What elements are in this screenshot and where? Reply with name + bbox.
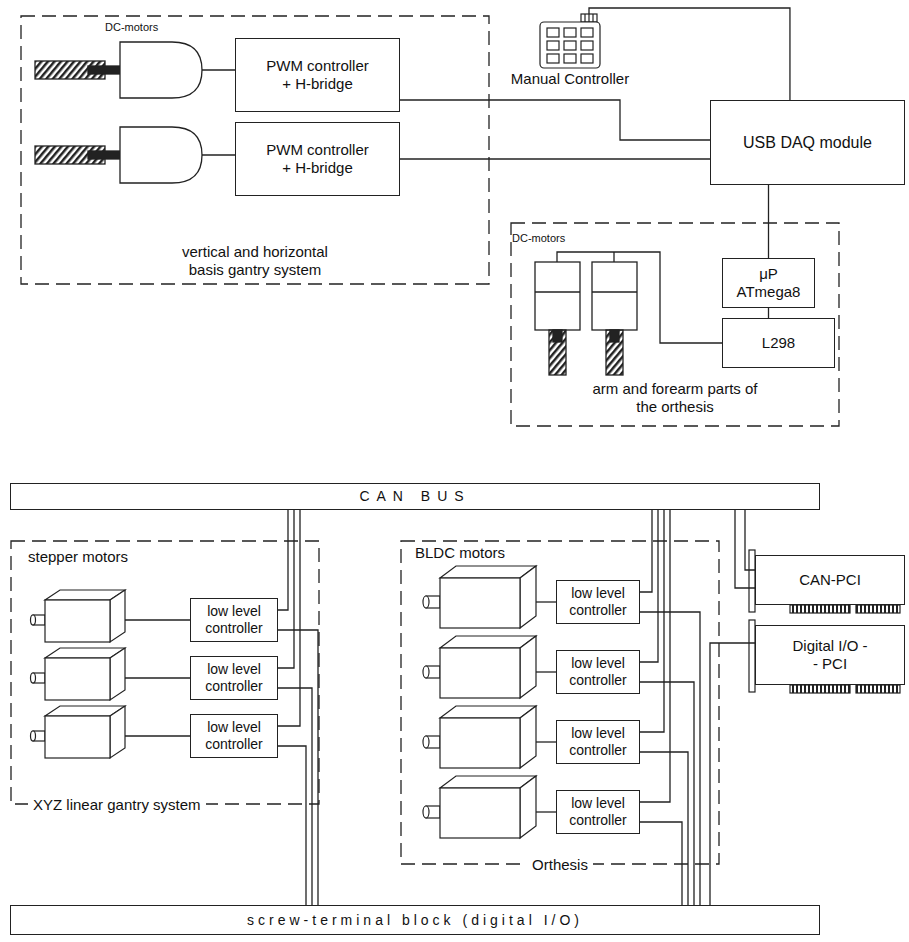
text-slot: BLDC motors (415, 544, 505, 562)
dashed-border (511, 223, 839, 426)
dashed-border (401, 541, 719, 864)
system-group: low level controller low level controller… (10, 540, 320, 805)
driver-box: L298 (722, 318, 835, 368)
connector (278, 510, 294, 668)
connector (640, 682, 694, 905)
connector (768, 308, 769, 318)
dashed-border (11, 541, 319, 804)
stepper-motor (31, 590, 191, 758)
box-label: L298 (762, 334, 795, 352)
controller-box: low level controller (556, 720, 640, 764)
box-label: low level controller (191, 603, 277, 637)
connector (640, 510, 664, 732)
group-caption: XYZ linear gantry system (28, 796, 206, 814)
text-slot: DC-motors (512, 232, 565, 245)
controller-box: low level controller (556, 580, 640, 624)
text-slot: DC-motors (105, 21, 158, 34)
connector (640, 510, 652, 592)
box-label: low level controller (557, 725, 639, 759)
connector (710, 643, 755, 905)
controller-box: low level controller (190, 656, 278, 700)
bldc-motor (423, 566, 556, 838)
bus-band: CAN BUS (10, 483, 820, 510)
microcontroller-box: μP ATmega8 (722, 258, 815, 308)
group-caption: Orthesis (527, 856, 593, 874)
connector (745, 510, 755, 570)
controller-box: low level controller (190, 598, 278, 642)
dc-motor (35, 42, 235, 183)
connector (640, 510, 670, 802)
terminal-band: screw-terminal block (digital I/O) (10, 905, 820, 935)
controller-box: low level controller (190, 714, 278, 758)
text-slot: stepper motors (28, 548, 128, 566)
group-title: vertical and horizontal basis gantry sys… (170, 243, 340, 279)
connector (278, 688, 312, 905)
box-label: CAN-PCI (799, 571, 861, 589)
group-title: BLDC motors (415, 544, 505, 562)
orthesis-motor (535, 252, 722, 375)
box-label: screw-terminal block (digital I/O) (247, 912, 583, 929)
connector (768, 185, 769, 258)
system-group: low level controller low level controller… (400, 540, 720, 865)
box-label: μP ATmega8 (734, 265, 804, 301)
box-label: low level controller (557, 585, 639, 619)
box-label: PWM controller + H-bridge (262, 141, 374, 177)
dashed-border (21, 16, 489, 284)
box-label: USB DAQ module (743, 133, 872, 152)
connector (400, 100, 710, 140)
text-slot: vertical and horizontal basis gantry sys… (20, 243, 490, 279)
box-label: CAN BUS (359, 488, 470, 505)
text-slot: arm and forearm parts of the orthesis (510, 380, 840, 416)
connector (640, 752, 688, 905)
part-label: DC-motors (105, 21, 158, 34)
text-slot: Manual Controller (500, 70, 640, 88)
box-label: low level controller (557, 655, 639, 689)
pci-card: CAN-PCI (755, 555, 905, 605)
group-title: arm and forearm parts of the orthesis (590, 380, 760, 416)
text-slot: Orthesis (400, 856, 720, 874)
connector (640, 510, 658, 662)
part-label: DC-motors (512, 232, 565, 245)
connector (400, 158, 710, 159)
box-label: PWM controller + H-bridge (262, 57, 374, 93)
connector (640, 612, 700, 905)
box-label: low level controller (557, 795, 639, 829)
manual-controller: Manual Controller (500, 14, 640, 90)
box-label: low level controller (191, 661, 277, 695)
keypad-icon (540, 14, 600, 68)
daq-box: USB DAQ module (710, 100, 905, 185)
group-title: stepper motors (28, 548, 128, 566)
box-label: Manual Controller (511, 70, 629, 88)
connector (278, 630, 318, 905)
controller-box: PWM controller + H-bridge (235, 38, 400, 112)
controller-box: low level controller (556, 790, 640, 834)
system-group: μP ATmega8L298 arm and forearm parts of t… (510, 222, 840, 427)
connector (278, 746, 306, 905)
controller-box: low level controller (556, 650, 640, 694)
connector (278, 510, 288, 610)
text-slot: XYZ linear gantry system (28, 796, 206, 814)
system-group: PWM controller + H-bridgePWM controller … (20, 15, 490, 285)
box-label: Digital I/O - - PCI (790, 637, 870, 673)
box-label: low level controller (191, 719, 277, 753)
connector (278, 510, 300, 726)
controller-box: PWM controller + H-bridge (235, 122, 400, 196)
connector (735, 510, 755, 588)
pci-card: Digital I/O - - PCI (755, 625, 905, 685)
